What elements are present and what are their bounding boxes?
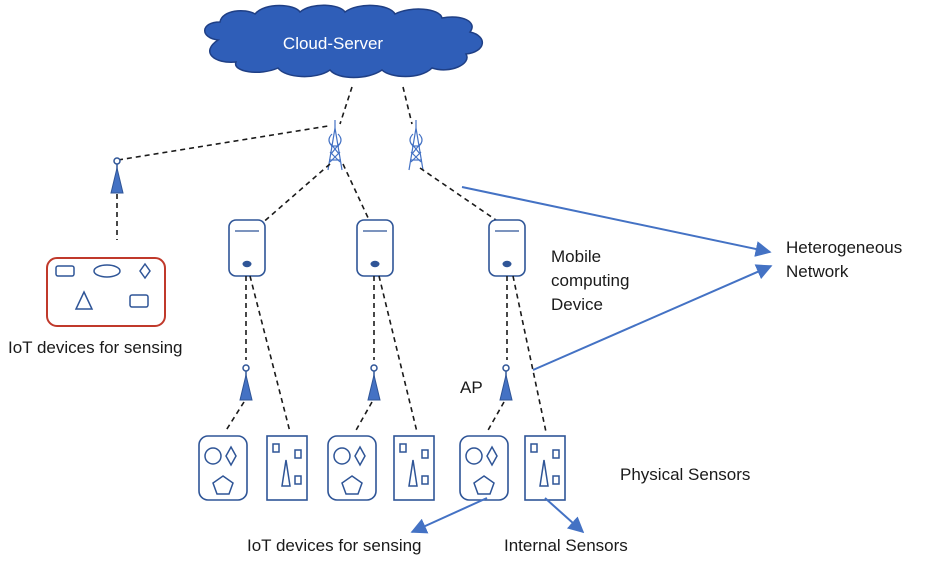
mobile-device-icon (488, 219, 526, 277)
link-ap-iot-1 (224, 401, 245, 433)
link-device-sensor-1 (249, 275, 291, 433)
link-tower-device-3 (419, 167, 497, 221)
link-cloud-tower-2 (402, 86, 413, 125)
access-point-icon (239, 364, 253, 401)
arrow-iot-bottom (410, 497, 488, 534)
link-device-sensor-3 (512, 275, 547, 433)
access-point-icon (499, 364, 513, 401)
arrow-internal-sensors (544, 497, 585, 534)
cloud-server-label: Cloud-Server (283, 34, 383, 53)
iot-bottom-label: IoT devices for sensing (247, 536, 422, 555)
sensor-box (524, 435, 566, 501)
heterogeneous-network-label: Heterogeneous Network (786, 238, 902, 281)
physical-sensors-label: Physical Sensors (620, 465, 750, 484)
mobile-label-line-2: computing (551, 271, 629, 290)
cell-tower-icon (408, 119, 424, 171)
mobile-label-line-3: Device (551, 295, 603, 314)
iot-device-box-left (46, 257, 166, 327)
iot-device-box (459, 435, 509, 501)
mobile-device-icon (228, 219, 266, 277)
sensor-box (266, 435, 308, 501)
link-tower-device-1 (259, 163, 331, 226)
link-ap-iot-3 (486, 401, 505, 433)
mobile-device-label: Mobile computing Device (551, 247, 629, 314)
hetero-label-line-2: Network (786, 262, 849, 281)
link-cloud-tower-1 (339, 86, 353, 125)
arrow-heterogeneous-2 (532, 264, 773, 371)
ap-label: AP (460, 378, 483, 397)
iot-device-box (327, 435, 377, 501)
internal-sensors-label: Internal Sensors (504, 536, 628, 555)
iot-left-label: IoT devices for sensing (8, 338, 183, 357)
mobile-label-line-1: Mobile (551, 247, 601, 266)
access-point-icon (367, 364, 381, 401)
link-ap-iot-2 (354, 401, 373, 433)
link-tower-device-2 (342, 163, 371, 223)
hetero-label-line-1: Heterogeneous (786, 238, 902, 257)
cloud-server: Cloud-Server (204, 4, 483, 79)
link-device-sensor-2 (378, 275, 418, 433)
sensor-box (393, 435, 435, 501)
mobile-device-icon (356, 219, 394, 277)
arrow-heterogeneous-1 (461, 186, 772, 257)
cell-tower-icon (327, 119, 343, 171)
link-tower-left-ap (117, 125, 329, 161)
iot-device-box (198, 435, 248, 501)
access-point-icon (110, 157, 124, 194)
